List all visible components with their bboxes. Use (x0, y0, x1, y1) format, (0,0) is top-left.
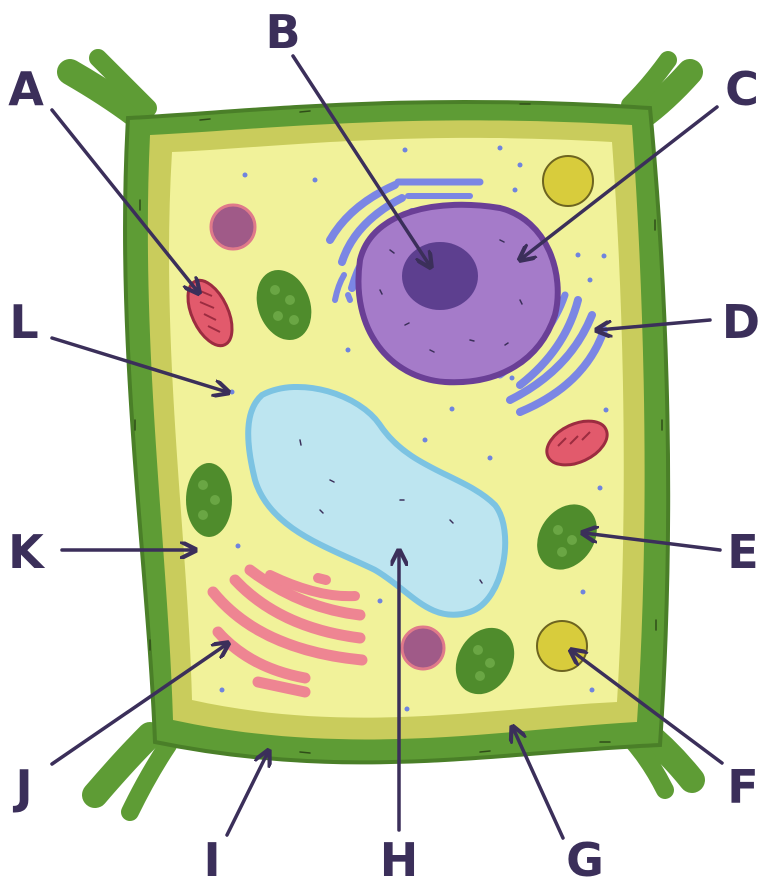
vesicle (402, 627, 444, 669)
label-k: K (8, 525, 46, 579)
label-a: A (8, 62, 44, 116)
label-b: B (265, 5, 300, 59)
label-l: L (9, 295, 38, 349)
nucleus (358, 205, 557, 382)
vesicle (211, 205, 255, 249)
nucleolus (402, 242, 478, 310)
label-j: J (12, 760, 32, 814)
label-i: I (203, 833, 220, 882)
peroxisome (543, 156, 593, 206)
peroxisome (537, 621, 587, 671)
arrow-i (227, 752, 268, 835)
label-d: D (722, 295, 759, 349)
label-e: E (727, 525, 758, 579)
label-h: H (380, 833, 419, 882)
label-c: C (725, 62, 759, 116)
label-f: F (727, 760, 758, 814)
label-g: G (566, 833, 604, 882)
chloroplast (186, 463, 232, 537)
